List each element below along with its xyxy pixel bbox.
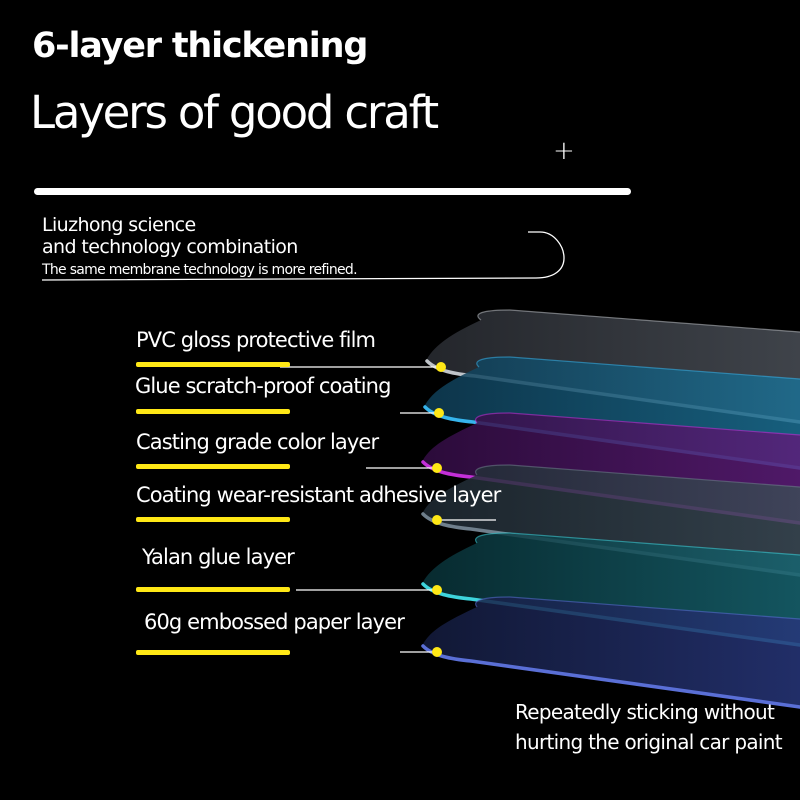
layer-edge bbox=[421, 460, 800, 525]
plus-icon: + bbox=[553, 136, 575, 166]
layer-edge bbox=[421, 512, 800, 577]
layer-back-edge bbox=[474, 596, 800, 620]
label-underline bbox=[136, 587, 290, 592]
layer-edge bbox=[421, 582, 800, 647]
footer-line-1: Repeatedly sticking without bbox=[515, 700, 775, 724]
layer-back-edge bbox=[477, 309, 800, 333]
intro-line-1: Liuzhong science bbox=[42, 214, 196, 236]
intro-line-2: and technology combination bbox=[42, 236, 298, 258]
label-underline bbox=[136, 517, 290, 522]
layer-label: Yalan glue layer bbox=[142, 545, 295, 569]
leader-dot bbox=[434, 408, 444, 418]
layer-back-edge bbox=[474, 412, 800, 436]
layer-back-edge bbox=[474, 532, 800, 556]
leader-dot bbox=[432, 515, 442, 525]
page-subtitle: Layers of good craft bbox=[30, 86, 439, 139]
intro-line-3: The same membrane technology is more ref… bbox=[42, 262, 358, 278]
leader-dot bbox=[432, 585, 442, 595]
layer-label: Glue scratch-proof coating bbox=[135, 374, 391, 398]
intro-bracket bbox=[41, 231, 565, 281]
layer-sheet bbox=[423, 597, 800, 707]
layer-label: PVC gloss protective film bbox=[136, 328, 376, 352]
page-title: 6-layer thickening bbox=[32, 26, 368, 66]
layer-label: Casting grade color layer bbox=[136, 430, 379, 454]
label-underline bbox=[136, 650, 290, 655]
leader-dot bbox=[432, 463, 442, 473]
label-underline bbox=[136, 464, 290, 469]
layer-back-edge bbox=[476, 356, 800, 380]
layer-edge bbox=[423, 405, 800, 470]
leader-dot bbox=[436, 362, 446, 372]
footer-line-2: hurting the original car paint bbox=[515, 730, 783, 754]
label-underline bbox=[136, 409, 290, 414]
divider-bar bbox=[34, 188, 631, 195]
layer-back-edge bbox=[474, 464, 800, 488]
layer-label: Coating wear-resistant adhesive layer bbox=[136, 483, 501, 507]
layer-edge bbox=[421, 644, 800, 709]
label-underline bbox=[136, 362, 290, 367]
leader-dot bbox=[432, 647, 442, 657]
layer-label: 60g embossed paper layer bbox=[144, 610, 405, 634]
